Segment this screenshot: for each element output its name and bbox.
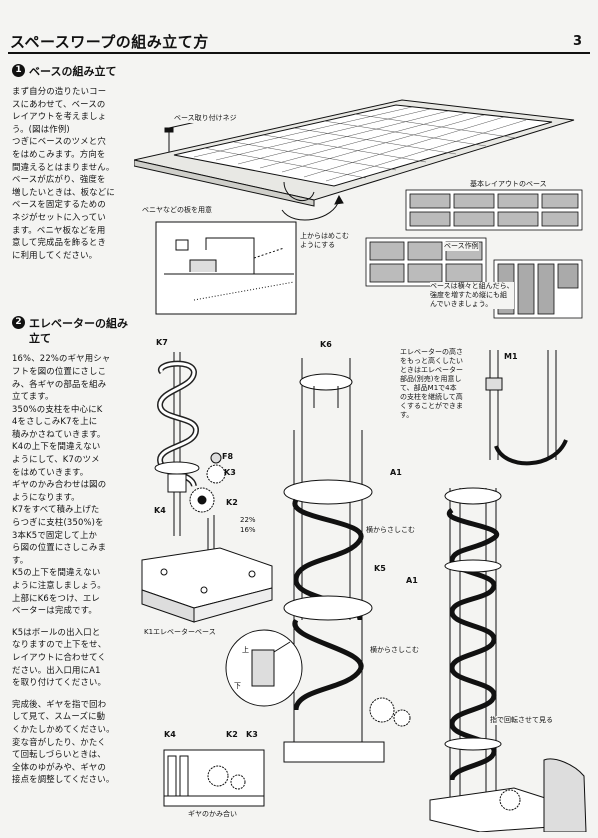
section-title: ベースの組み立て [29,65,117,78]
label-insert-side-1: 横からさしこむ [366,526,415,534]
label-base-screw: ベース取り付けネジ [174,114,237,123]
section-title: エレベーターの組み 立て [29,317,128,346]
label-base-note: ベースは横々と組んだら、 強度を増すため縦にも組 んでいきましょう。 [430,282,514,309]
gear-assembly [141,452,273,623]
part-label-k5: K5 [374,564,386,573]
part-label-k2: K2 [226,498,238,507]
label-turn-by-finger: 指で回転させて見る [490,716,553,725]
part-label-a1: A1 [390,468,402,477]
assembly-illustration [133,99,587,833]
label-22-percent: 22% [240,516,256,524]
label-base-example: ベース作例 [444,242,479,251]
part-label-k7: K7 [156,338,168,347]
assembly-diagram: ベース取り付けネジ ベニヤなどの板を用意 上からはめこむ ようにする 基本レイア… [133,60,590,833]
elevator-k6-assembly [283,358,411,763]
elevator-k7-stack [154,352,200,536]
part-label-k4-mesh: K4 [164,730,176,739]
instructions-column: 1 ベースの組み立て まず自分の造りたいコー スにあわせて、ベースの レイアウト… [12,64,130,795]
detail-circle [225,629,303,707]
step-number-badge: 1 [12,64,25,77]
page-number: 3 [572,34,582,49]
base-plate-illustration [133,99,575,315]
step-number-badge: 2 [12,316,25,330]
section-heading-base: 1 ベースの組み立て [12,64,130,79]
part-label-k2-mesh: K2 [226,730,238,739]
section-heading-elevator: 2 エレベーターの組み 立て [12,316,130,346]
instruction-paragraph: 16%、22%のギヤ用シャ フトを図の位置にさしこ み、各ギヤの部品を組み 立て… [12,353,111,616]
part-label-f8: F8 [222,452,234,461]
label-gear-mesh: ギヤのかみ合い [188,810,237,819]
label-fit-from-top: 上からはめこむ ようにする [300,232,349,250]
full-elevator-illustration [429,487,587,833]
label-down: 下 [234,682,241,690]
part-label-a1-lower: A1 [406,576,418,585]
part-label-k4: K4 [154,506,166,515]
page-title: スペースワープの組み立て方 [10,33,209,51]
label-insert-side-2: 横からさしこむ [370,646,419,654]
label-basic-layout: 基本レイアウトのベース [470,180,547,189]
extension-illustration [485,350,568,466]
part-label-k3-mesh: K3 [246,730,258,739]
instruction-paragraph: K5はボールの出入口と なりますので上下をせ、 レイアウトに合わせてく ださい。… [12,626,107,688]
label-up: 上 [242,646,249,654]
part-label-k6: K6 [320,340,332,349]
label-plywood: ベニヤなどの板を用意 [142,206,212,215]
page-header: スペースワープの組み立て方 3 [8,28,590,54]
label-16-percent: 16% [240,526,256,534]
gear-mesh-detail [163,749,265,807]
label-elevator-note: エレベーターの高さ をもっと高くしたい ときはエレベーター 部品(別売)を用意し… [400,348,463,420]
label-elevator-base: K1エレベーターベース [144,628,216,637]
instruction-paragraph: 完成後、ギヤを指で回わ して見て、スムーズに動 くかたしかめてください。 変な音… [12,698,115,785]
base-grid-lines [193,106,527,182]
part-label-m1: M1 [504,352,518,361]
part-label-k3: K3 [224,468,236,477]
instruction-paragraph: まず自分の造りたいコー スにあわせて、ベースの レイアウトを考えましょ う。(図… [12,86,115,260]
